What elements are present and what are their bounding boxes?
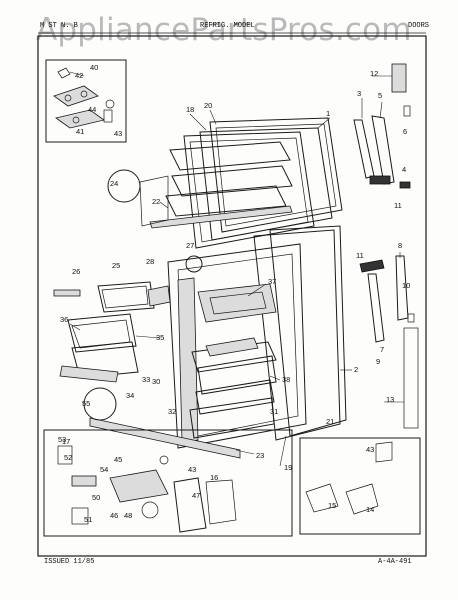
callout-50: 50 [92,493,100,502]
callout-43c: 43 [188,465,196,474]
callout-4: 4 [402,165,406,174]
inset-lower-right [299,437,421,535]
callout-54: 54 [100,465,108,474]
callout-36: 36 [60,315,68,324]
callout-24: 24 [110,179,118,188]
footer-issued: ISSUED 11/85 [44,558,95,566]
callout-15: 15 [328,501,336,510]
callout-1: 1 [326,109,330,118]
callout-45: 45 [114,455,122,464]
callout-11a: 11 [356,251,364,260]
footer-doc-number: A-4A-491 [378,558,412,566]
callout-34: 34 [126,391,134,400]
callout-6: 6 [403,127,407,136]
watermark: AppliancePartsPros.com [36,12,412,48]
callout-38: 38 [282,375,290,384]
header-model: REFRIG. MODEL [200,22,255,30]
callout-18: 18 [186,105,194,114]
inset-top-hinge [45,59,127,143]
right-hinge-parts [353,63,419,429]
callout-31: 31 [270,407,278,416]
callout-3: 3 [357,89,361,98]
callout-21: 21 [326,417,334,426]
detail-circle-upper [107,169,141,203]
callout-37: 37 [268,277,276,286]
callout-33: 33 [142,375,150,384]
callout-2: 2 [354,365,358,374]
callout-48: 48 [124,511,132,520]
callout-12: 12 [370,69,378,78]
page-frame [37,35,427,557]
callout-9: 9 [376,357,380,366]
callout-44: 44 [88,105,96,114]
detail-circle-lower [83,387,117,421]
fresh-food-door [89,225,347,459]
callout-7: 7 [380,345,384,354]
callout-22: 22 [152,197,160,206]
door-bins [53,281,171,383]
callout-13: 13 [386,395,394,404]
leader-lines [69,71,404,467]
callout-42: 42 [75,71,83,80]
detail-circle-mid [185,255,203,273]
callout-19: 19 [284,463,292,472]
freezer-door [139,117,343,249]
callout-51: 51 [84,515,92,524]
callout-27: 27 [186,241,194,250]
callout-25: 25 [112,261,120,270]
header-code: M ST N. B [40,22,78,30]
callout-17: 17 [62,437,70,446]
callout-32: 32 [168,407,176,416]
callout-55: 55 [82,399,90,408]
callout-43b: 43 [366,445,374,454]
header-section: DOORS [408,22,430,30]
callout-28: 28 [146,257,154,266]
callout-5: 5 [378,91,382,100]
callout-53: 53 [58,435,66,444]
callout-10: 10 [402,281,410,290]
callout-41: 41 [76,127,84,136]
callout-8: 8 [398,241,402,250]
callout-40: 40 [90,63,98,72]
callout-26: 26 [72,267,80,276]
callout-52: 52 [64,453,72,462]
callout-16: 16 [210,473,218,482]
callout-23: 23 [256,451,264,460]
callout-11b: 11 [394,201,402,210]
callout-14: 14 [366,505,374,514]
inset-bottom-hinge [43,429,293,537]
callout-35: 35 [156,333,164,342]
callout-20: 20 [204,101,212,110]
callout-47: 47 [192,491,200,500]
callout-46: 46 [110,511,118,520]
callout-30: 30 [152,377,160,386]
callout-43a: 43 [114,129,122,138]
callout-labels: 1 2 3 4 5 6 7 8 9 10 11 11 12 13 14 15 1… [58,63,410,524]
